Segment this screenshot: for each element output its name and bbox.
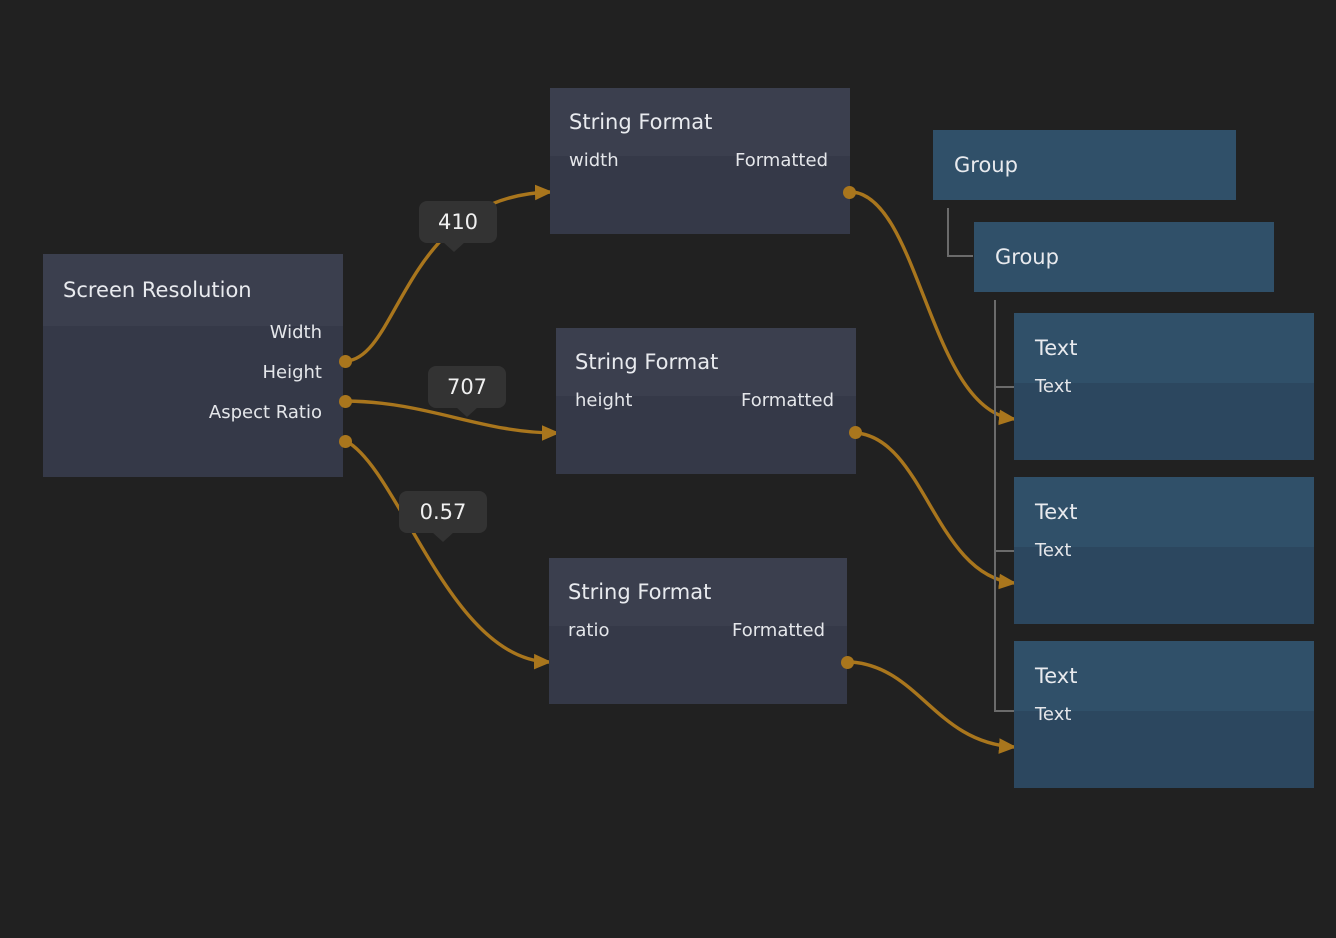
socket-output-width[interactable] (339, 355, 352, 368)
node-title: String Format (575, 350, 719, 374)
node-header: Group (974, 222, 1274, 292)
output-row-height[interactable]: Height (43, 352, 343, 392)
io-row[interactable]: width Formatted (550, 140, 850, 180)
socket-output-aspect-ratio[interactable] (339, 435, 352, 448)
node-title: Group (995, 245, 1059, 269)
io-row[interactable]: ratio Formatted (549, 610, 847, 650)
node-string-format-height[interactable]: String Format height Formatted (556, 328, 856, 474)
output-label-height: Height (262, 361, 322, 383)
input-label-text: Text (1035, 539, 1072, 561)
badge-tail-icon (432, 532, 454, 542)
node-header: Text (1014, 313, 1314, 383)
tree-connector-stub-text-3 (994, 710, 1014, 712)
output-label-width: Width (269, 321, 322, 343)
node-text-3[interactable]: Text Text (1014, 641, 1314, 788)
node-header: Group (933, 130, 1236, 200)
node-text-1[interactable]: Text Text (1014, 313, 1314, 460)
io-row[interactable]: Text (1014, 366, 1314, 406)
node-body: Width Height Aspect Ratio (43, 322, 343, 477)
node-string-format-width[interactable]: String Format width Formatted (550, 88, 850, 234)
node-title: Screen Resolution (63, 278, 252, 302)
value-badge-width: 410 (419, 201, 497, 252)
socket-output-formatted-width[interactable] (843, 186, 856, 199)
tree-connector-stub-inner-group (947, 255, 973, 257)
output-row-width[interactable]: Width (43, 312, 343, 352)
node-body: height Formatted (556, 390, 856, 474)
input-label-text: Text (1035, 703, 1072, 725)
output-label-formatted: Formatted (735, 149, 828, 171)
node-group-inner[interactable]: Group (974, 222, 1274, 292)
node-title: Text (1035, 336, 1078, 360)
value-badge-label: 0.57 (419, 500, 467, 524)
node-title: Text (1035, 664, 1078, 688)
tree-connector-vertical-inner (994, 300, 996, 712)
output-label-formatted: Formatted (732, 619, 825, 641)
node-title: Group (954, 153, 1018, 177)
output-label-aspect-ratio: Aspect Ratio (208, 401, 322, 423)
value-badge-height: 707 (428, 366, 506, 417)
node-body: Text (1014, 540, 1314, 624)
node-string-format-ratio[interactable]: String Format ratio Formatted (549, 558, 847, 704)
node-body: width Formatted (550, 150, 850, 234)
input-label-height: height (575, 389, 633, 411)
output-row-aspect-ratio[interactable]: Aspect Ratio (43, 392, 343, 432)
node-header: Text (1014, 641, 1314, 711)
node-title: Text (1035, 500, 1078, 524)
node-body: Text (1014, 704, 1314, 788)
node-title: String Format (569, 110, 713, 134)
io-row[interactable]: height Formatted (556, 380, 856, 420)
badge-tail-icon (456, 407, 478, 417)
node-screen-resolution[interactable]: Screen Resolution Width Height Aspect Ra… (43, 254, 343, 477)
node-text-2[interactable]: Text Text (1014, 477, 1314, 624)
node-body: ratio Formatted (549, 620, 847, 704)
node-header: String Format (556, 328, 856, 396)
tree-connector-vertical-outer (947, 208, 949, 257)
value-badge-label: 410 (437, 210, 479, 234)
node-header: String Format (550, 88, 850, 156)
input-label-text: Text (1035, 375, 1072, 397)
tree-connector-stub-text-2 (994, 550, 1014, 552)
output-label-formatted: Formatted (741, 389, 834, 411)
tree-connector-stub-text-1 (994, 386, 1014, 388)
node-body: Text (1014, 376, 1314, 460)
node-group-outer[interactable]: Group (933, 130, 1236, 200)
node-title: String Format (568, 580, 712, 604)
socket-output-formatted-ratio[interactable] (841, 656, 854, 669)
input-label-width: width (569, 149, 619, 171)
value-badge-label: 707 (446, 375, 488, 399)
input-label-ratio: ratio (568, 619, 610, 641)
value-badge-aspect-ratio: 0.57 (399, 491, 487, 542)
node-header: String Format (549, 558, 847, 626)
io-row[interactable]: Text (1014, 530, 1314, 570)
node-header: Text (1014, 477, 1314, 547)
socket-output-formatted-height[interactable] (849, 426, 862, 439)
socket-output-height[interactable] (339, 395, 352, 408)
io-row[interactable]: Text (1014, 694, 1314, 734)
node-header: Screen Resolution (43, 254, 343, 326)
badge-tail-icon (443, 242, 465, 252)
